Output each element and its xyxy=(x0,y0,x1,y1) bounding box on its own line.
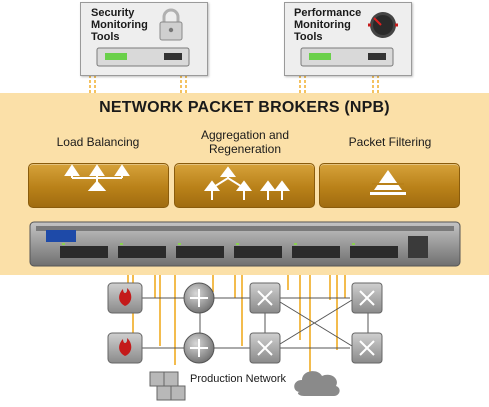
production-network-label: Production Network xyxy=(190,373,286,385)
switch-icon xyxy=(249,332,281,364)
firewall-icon xyxy=(107,282,143,314)
npb-chassis xyxy=(29,221,461,267)
tool-uplink-cables xyxy=(89,75,379,93)
dial-icon xyxy=(368,12,398,38)
packet-filtering-label: Packet Filtering xyxy=(348,135,432,149)
npb-title: NETWORK PACKET BROKERS (NPB) xyxy=(99,99,390,116)
router-icon xyxy=(183,332,215,364)
aggregation-regeneration-icon xyxy=(204,166,290,200)
firewall-icon xyxy=(107,332,143,364)
packet-filtering-box xyxy=(319,163,460,208)
performance-appliance xyxy=(300,47,394,67)
switch-icon xyxy=(351,332,383,364)
network-links xyxy=(140,297,369,349)
cloud-icon xyxy=(294,371,340,396)
padlock-icon xyxy=(159,8,183,41)
router-icon xyxy=(183,282,215,314)
switch-icon xyxy=(351,282,383,314)
load-balancing-tree-icon xyxy=(64,164,130,191)
switch-icon xyxy=(249,282,281,314)
load-balancing-label: Load Balancing xyxy=(56,135,140,149)
server-cube-icon xyxy=(149,371,186,401)
filter-pyramid-icon xyxy=(370,170,406,195)
security-appliance xyxy=(96,47,190,67)
